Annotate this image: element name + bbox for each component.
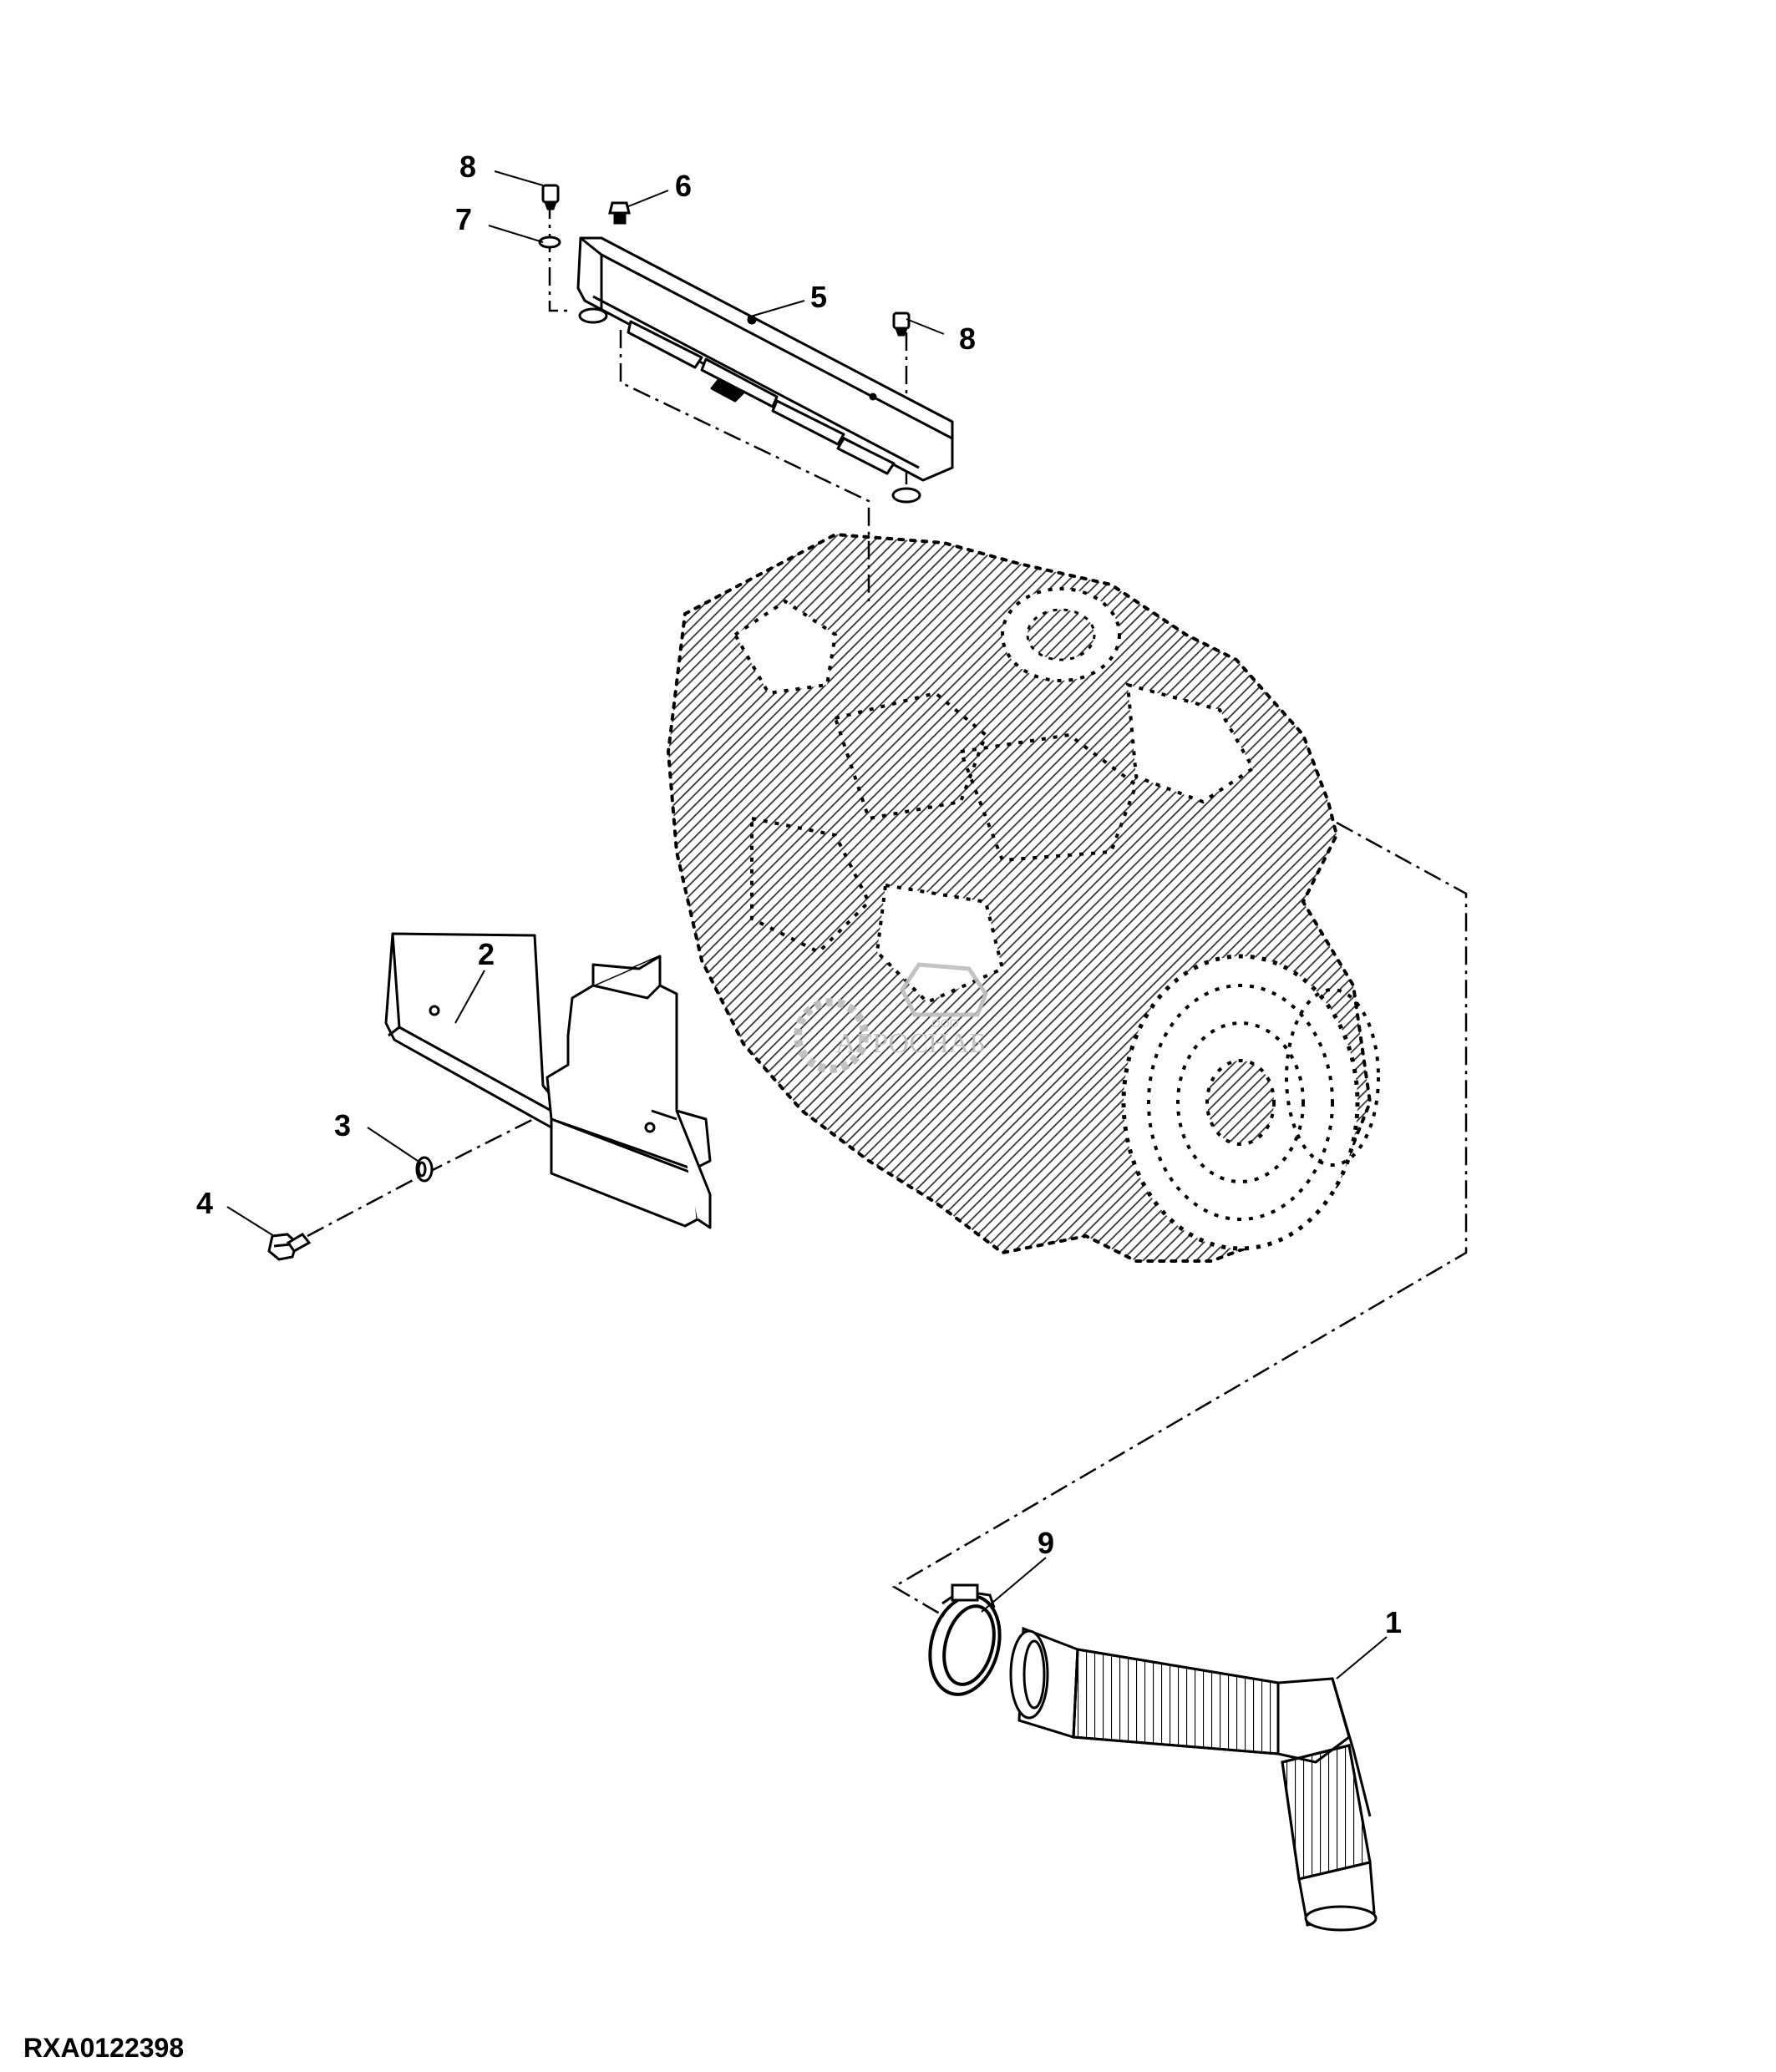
- leader-9: [981, 1557, 1047, 1613]
- callout-5: 5: [810, 280, 827, 314]
- flywheel-phantom: [1121, 954, 1380, 1251]
- callout-8-top: 8: [459, 149, 476, 184]
- leader-7: [488, 225, 544, 243]
- callout-6: 6: [675, 169, 692, 203]
- callout-labels: 8 7 6 5 8 2 3 4 9 1: [196, 149, 1402, 1639]
- leader-8b: [906, 318, 945, 335]
- part-1-hose: [1009, 1626, 1378, 1932]
- callout-2: 2: [478, 937, 495, 971]
- callout-1: 1: [1385, 1605, 1402, 1639]
- part-7-washer: [538, 236, 561, 249]
- callout-4: 4: [196, 1186, 213, 1220]
- leader-4: [226, 1206, 275, 1237]
- part-2-shield: [384, 932, 712, 1229]
- leader-6: [626, 190, 669, 208]
- part-9-clamp: [928, 1583, 1002, 1696]
- part-5-cover-rail: [576, 236, 954, 504]
- figure-id: RXA0122398: [23, 2033, 184, 2063]
- part-4-bolt: [267, 1233, 312, 1261]
- callout-7: 7: [455, 202, 472, 236]
- part-8-bolt-top: [541, 184, 560, 210]
- watermark-logo: ООО АГРОСНАБ: [794, 962, 988, 1073]
- leader-5: [747, 300, 805, 318]
- callout-9: 9: [1038, 1526, 1054, 1560]
- leader-8a: [494, 170, 544, 186]
- leader-2: [454, 970, 485, 1024]
- watermark-prefix: ООО: [931, 1016, 959, 1030]
- engine-phantom: [666, 532, 1380, 1263]
- watermark-name: АГРОСНАБ: [835, 1028, 986, 1059]
- callout-3: 3: [334, 1108, 351, 1142]
- leader-1: [1336, 1636, 1388, 1679]
- callout-leaders: [226, 170, 1388, 1679]
- leader-3: [367, 1127, 419, 1162]
- part-3-washer: [415, 1156, 434, 1183]
- part-8-bolt-right: [892, 312, 911, 337]
- callout-8-right: 8: [959, 322, 976, 356]
- part-6-bolt: [608, 201, 631, 225]
